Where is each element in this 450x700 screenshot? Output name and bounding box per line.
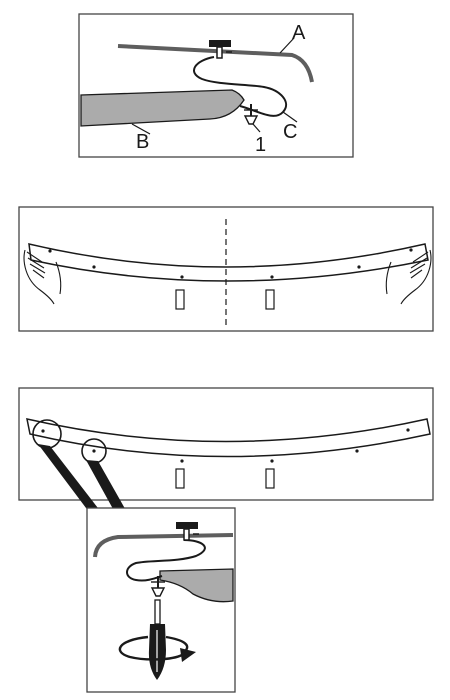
visor-installed bbox=[26, 418, 431, 458]
label-1: 1 bbox=[255, 134, 266, 156]
detail-panel-top: A C B 1 bbox=[78, 13, 354, 158]
detail-panel-bottom bbox=[86, 507, 236, 693]
hole bbox=[92, 265, 96, 269]
install-panel bbox=[18, 387, 434, 501]
hole bbox=[270, 459, 274, 463]
rotate-arrow-icon bbox=[118, 635, 189, 661]
label-c: C bbox=[283, 121, 297, 143]
hole bbox=[406, 428, 410, 432]
hole bbox=[41, 429, 45, 433]
bolt-icon bbox=[209, 40, 232, 59]
mounting-clip-icon bbox=[193, 56, 288, 117]
tab bbox=[175, 468, 185, 489]
bolt-icon bbox=[176, 522, 199, 541]
bend-panel bbox=[18, 206, 434, 332]
hole bbox=[92, 449, 96, 453]
hole bbox=[409, 248, 413, 252]
label-a: A bbox=[292, 22, 306, 44]
bar-a bbox=[117, 44, 314, 83]
visor-b bbox=[159, 568, 234, 603]
tab bbox=[265, 289, 275, 310]
tab bbox=[265, 468, 275, 489]
hole bbox=[48, 249, 52, 253]
screw-icon bbox=[150, 576, 166, 597]
visor-b bbox=[80, 89, 245, 127]
hand-right-icon bbox=[385, 249, 432, 305]
label-b: B bbox=[136, 131, 149, 153]
screwdriver-icon bbox=[148, 599, 166, 680]
hole bbox=[180, 275, 184, 279]
hand-left-icon bbox=[23, 249, 62, 305]
hole bbox=[357, 265, 361, 269]
tab bbox=[175, 289, 185, 310]
visor-curved bbox=[28, 243, 429, 282]
mounting-clip-icon bbox=[126, 539, 206, 582]
hole bbox=[180, 459, 184, 463]
hole bbox=[355, 449, 359, 453]
hole bbox=[270, 275, 274, 279]
bar-a bbox=[93, 533, 234, 558]
